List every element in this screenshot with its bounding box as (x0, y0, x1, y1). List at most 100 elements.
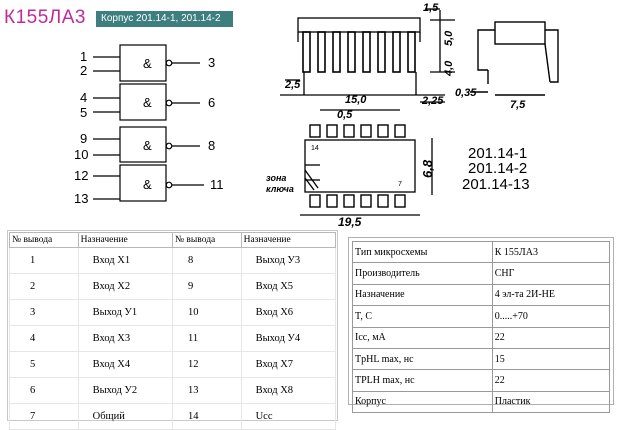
pin-function-cell: Вход Х4 (77, 351, 173, 378)
package-code: 201.14-13 (462, 176, 530, 193)
gate-symbol: & (143, 177, 152, 192)
pin-number-label: 14 (311, 145, 319, 152)
table-row: T, C 0.....+70 (352, 305, 611, 328)
spec-value-cell: 22 (491, 369, 611, 392)
dimension-label: 5,0 (443, 30, 455, 46)
pin-number-cell: 10 (171, 299, 242, 326)
table-row: Icc, мА 22 (352, 326, 611, 349)
pin-function-cell: Выход У1 (77, 299, 173, 326)
package-end-labels: 0,35 7,5 (455, 87, 526, 111)
pin-number-cell: 9 (171, 273, 242, 300)
spec-value-cell: 0.....+70 (491, 305, 611, 328)
pin-function-cell: Вход Х3 (77, 325, 173, 352)
spec-label-cell: Производитель (352, 262, 493, 285)
pin-number-cell: 7 (9, 403, 79, 430)
table-row: Тип микросхемы К 155ЛА3 (352, 240, 611, 264)
column-header: Назначение (240, 232, 337, 248)
spec-label-cell: Назначение (352, 283, 493, 307)
pin-number-cell: 5 (9, 351, 79, 378)
package-side-view (280, 8, 455, 111)
dimension-label: 6,8 (420, 159, 435, 178)
pin-function-cell: Вход Х8 (240, 377, 337, 404)
table-row: 2 Вход Х2 9 Вход Х5 (9, 273, 337, 300)
pin-label: 12 (74, 168, 88, 183)
spec-value-cell: 4 эл-та 2И-НЕ (491, 283, 611, 307)
pin-table-header: № вывода Назначение № вывода Назначение (9, 232, 337, 248)
pin-function-cell: Выход У3 (240, 247, 337, 274)
key-zone-label: ключа (266, 184, 294, 194)
spec-value-cell: К 155ЛА3 (491, 240, 611, 264)
pin-label: 2 (80, 63, 87, 78)
pin-function-cell: Вход Х5 (240, 273, 337, 300)
pin-number-cell: 4 (9, 325, 79, 352)
table-row: 4 Вход Х3 11 Выход У4 (9, 325, 337, 352)
dimension-label: 1,5 (423, 2, 439, 14)
dimension-label: 4,0 (443, 60, 455, 77)
pin-label: 8 (208, 138, 215, 153)
column-header: № вывода (171, 232, 242, 248)
pin-function-cell: Вход Х1 (77, 247, 173, 274)
spec-label-cell: T, C (352, 305, 493, 328)
pin-number-cell: 2 (9, 273, 79, 300)
logic-diagram (93, 44, 204, 202)
table-row: Корпус Пластик (352, 390, 611, 414)
table-row: 7 Общий 14 Ucc (9, 403, 337, 430)
table-row: TpHL max, нс 15 (352, 347, 611, 371)
key-zone-label: зона (266, 173, 286, 183)
schematic-drawing: & & & & 1 2 3 4 5 6 9 10 8 12 13 11 (74, 2, 559, 229)
dimension-label: 0,35 (455, 87, 477, 99)
pin-function-cell: Выход У4 (240, 325, 337, 352)
column-header: Назначение (77, 232, 173, 248)
pin-label: 11 (210, 177, 224, 192)
pin-number-cell: 12 (171, 351, 242, 378)
inversion-bubble (165, 142, 173, 150)
dimension-label: 19,5 (338, 215, 362, 229)
spec-label-cell: Icc, мА (352, 326, 493, 349)
nand-gate-4 (119, 164, 167, 202)
package-end-view (470, 21, 559, 96)
package-code: 201.14-2 (468, 160, 527, 177)
dimension-label: 0,5 (337, 109, 353, 121)
pin-function-cell: Вход Х2 (77, 273, 173, 300)
pin-number-cell: 6 (9, 377, 79, 404)
pin-number-cell: 8 (171, 247, 242, 274)
pin-label: 13 (74, 191, 88, 206)
column-header: № вывода (9, 232, 79, 248)
package-top-view (300, 124, 433, 216)
pin-label: 9 (80, 131, 87, 146)
package-top-labels: 14 7 зона ключа 6,8 19,5 (266, 145, 435, 229)
pin-number-cell: 14 (171, 403, 242, 430)
pin-function-cell: Вход Х6 (240, 299, 337, 326)
spec-label-cell: Тип микросхемы (352, 240, 493, 264)
pin-number-cell: 3 (9, 299, 79, 326)
pin-label: 6 (208, 95, 215, 110)
package-tab[interactable]: Корпус 201.14-1, 201.14-2 (96, 11, 233, 27)
dimension-label: 2,5 (284, 79, 301, 91)
table-row: Производитель СНГ (352, 262, 611, 285)
pin-function-cell: Ucc (240, 403, 337, 430)
package-codes: 201.14-1 201.14-2 201.14-13 (462, 145, 530, 193)
pin-number-cell: 11 (171, 325, 242, 352)
dimension-label: 15,0 (345, 94, 367, 106)
spec-value-cell: Пластик (491, 390, 611, 414)
pin-number-cell: 13 (171, 377, 242, 404)
package-code: 201.14-1 (468, 145, 527, 162)
gate-symbol: & (143, 95, 152, 110)
table-row: Назначение 4 эл-та 2И-НЕ (352, 283, 611, 307)
dimension-label: 2,25 (421, 95, 444, 107)
spec-label-cell: TPLH max, нс (352, 369, 493, 392)
pin-number-label: 7 (398, 181, 402, 188)
inversion-bubble (165, 59, 173, 67)
spec-value-cell: 22 (491, 326, 611, 349)
page-title: К155ЛА3 (4, 7, 86, 28)
spec-table: Тип микросхемы К 155ЛА3 Производитель СН… (352, 240, 611, 414)
pin-label: 3 (208, 55, 215, 70)
gate-symbol: & (143, 56, 152, 71)
logic-labels: & & & & 1 2 3 4 5 6 9 10 8 12 13 11 (74, 49, 224, 206)
pin-function-cell: Выход У2 (77, 377, 173, 404)
spec-value-cell: СНГ (491, 262, 611, 285)
pin-table: № вывода Назначение № вывода Назначение … (9, 232, 337, 430)
pin-label: 4 (80, 90, 87, 105)
dimension-label: 7,5 (510, 99, 526, 111)
pin-label: 5 (80, 105, 87, 120)
